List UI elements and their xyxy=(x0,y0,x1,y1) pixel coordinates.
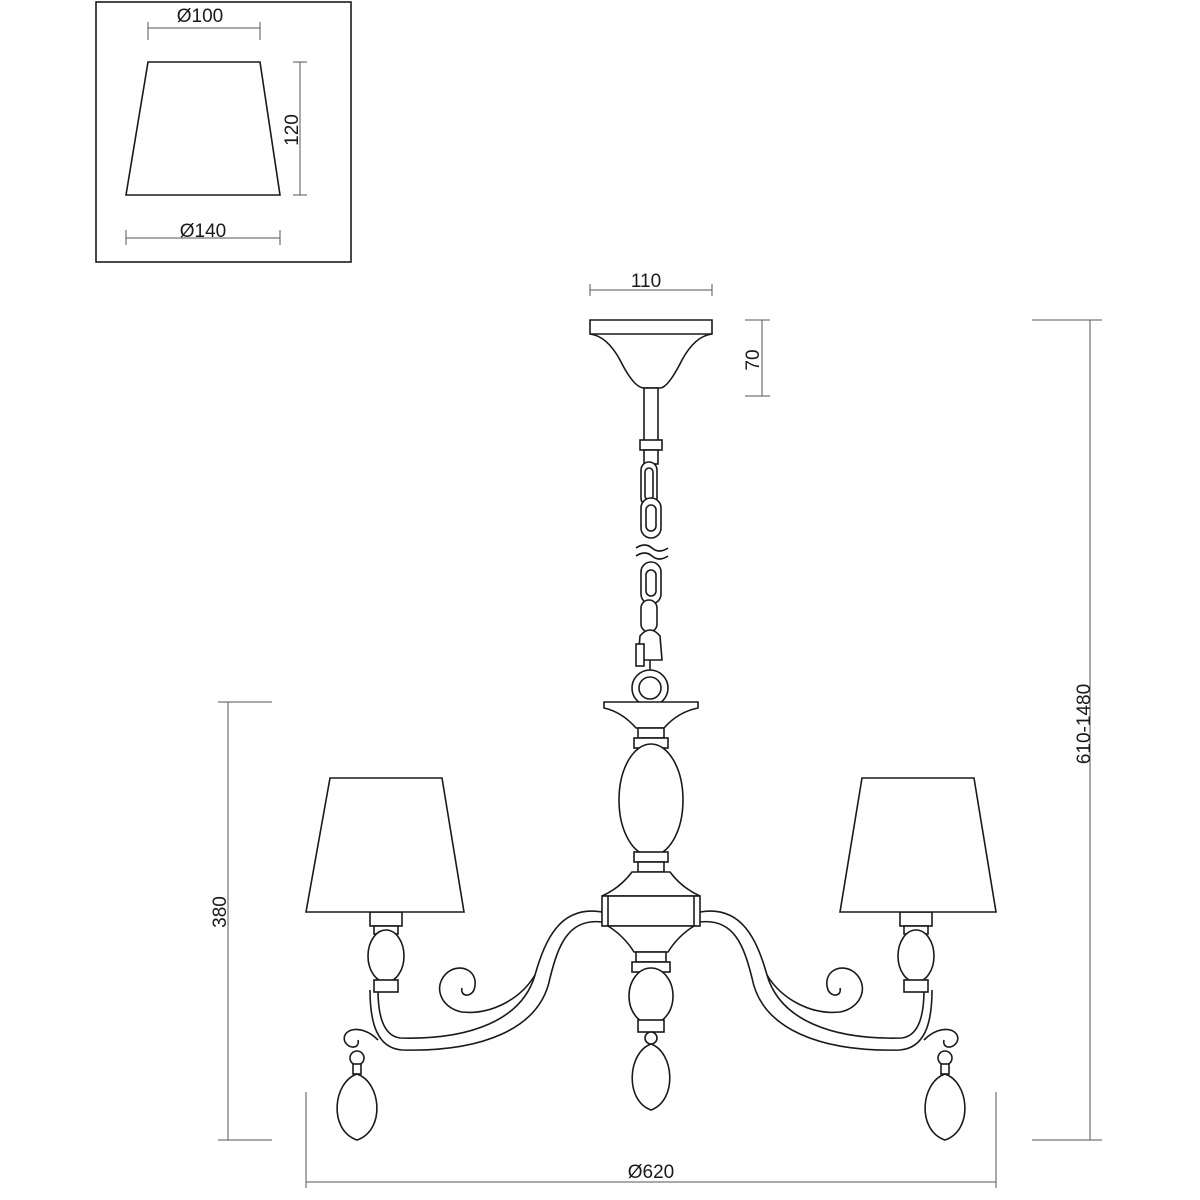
detail-top-diameter-label: Ø100 xyxy=(177,6,223,27)
shade-detail-panel: Ø100 120 Ø140 xyxy=(95,1,352,263)
detail-shade-outline xyxy=(125,61,281,196)
central-column xyxy=(601,701,701,1111)
ceiling-canopy: 110 70 xyxy=(589,271,770,397)
canopy-width-label: 110 xyxy=(631,271,661,292)
right-arm xyxy=(699,777,997,1141)
total-height-label: 610-1480 xyxy=(1074,684,1095,764)
body-height-dimension: 380 xyxy=(210,701,272,1141)
left-arm xyxy=(305,777,603,1141)
chain-assembly xyxy=(631,387,669,707)
overall-diameter-label: Ø620 xyxy=(628,1162,674,1183)
left-shade xyxy=(305,777,465,913)
right-shade xyxy=(839,777,997,913)
canopy-height-label: 70 xyxy=(743,349,764,370)
detail-shade-height-label: 120 xyxy=(282,114,303,146)
total-height-dimension: 610-1480 xyxy=(1032,319,1102,1141)
detail-bottom-diameter-label: Ø140 xyxy=(180,221,226,242)
body-height-label: 380 xyxy=(210,896,231,928)
overall-diameter-dimension: Ø620 xyxy=(305,1092,997,1188)
detail-frame xyxy=(95,1,352,263)
